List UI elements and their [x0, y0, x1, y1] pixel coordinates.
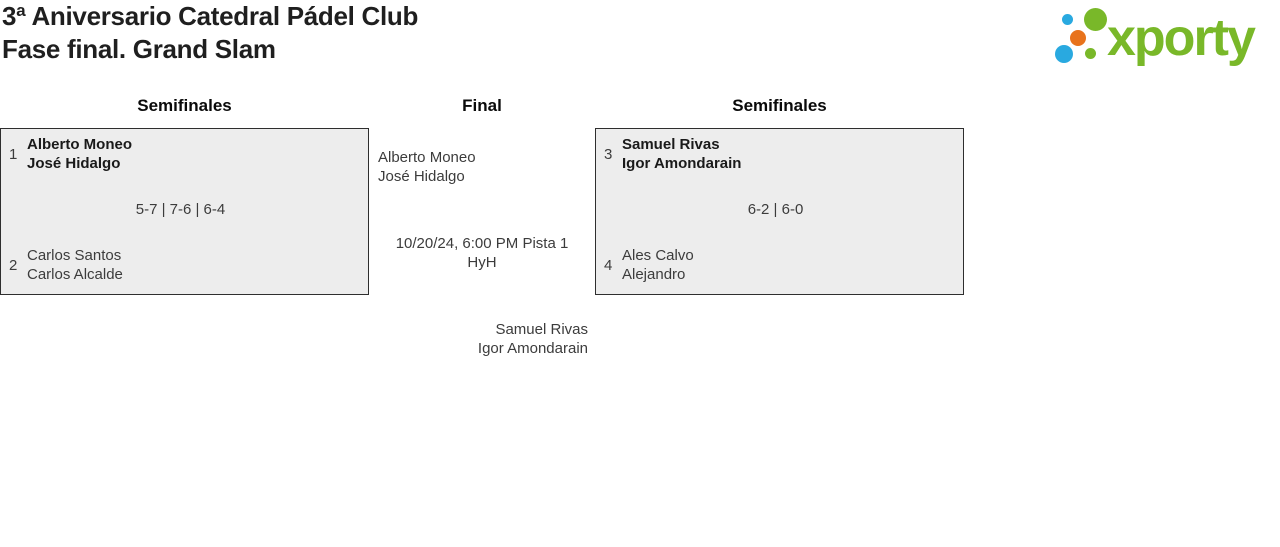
team-names: Carlos Santos Carlos Alcalde [27, 246, 123, 284]
round-header-semifinals-right: Semifinales [732, 96, 827, 115]
player-name: Samuel Rivas [622, 136, 720, 153]
seed-number: 4 [604, 256, 613, 274]
team-names: Samuel Rivas Igor Amondarain [622, 135, 741, 173]
team-names: Alberto Moneo José Hidalgo [27, 135, 132, 173]
round-header-final: Final [462, 96, 502, 115]
round-header-semifinals-left: Semifinales [137, 96, 232, 115]
player-name: Samuel Rivas [495, 321, 588, 338]
team-row: 4 Ales Calvo Alejandro [596, 246, 955, 284]
final-schedule: 10/20/24, 6:00 PM Pista 1 HyH [369, 234, 595, 272]
team-row: 2 Carlos Santos Carlos Alcalde [1, 246, 360, 284]
seed-number: 1 [9, 145, 18, 163]
player-name: Alejandro [622, 266, 686, 283]
schedule-datetime-court: 10/20/24, 6:00 PM Pista 1 [395, 235, 569, 252]
match-card-semifinal-right[interactable]: 3 Samuel Rivas Igor Amondarain 6-2 | 6-0… [595, 128, 964, 295]
player-name: Carlos Alcalde [27, 266, 123, 283]
schedule-venue: HyH [467, 254, 497, 271]
seed-number: 2 [9, 256, 18, 274]
match-card-semifinal-left[interactable]: 1 Alberto Moneo José Hidalgo 5-7 | 7-6 |… [0, 128, 369, 295]
team-row-winner: 3 Samuel Rivas Igor Amondarain [596, 135, 955, 173]
logo-dot-icon [1055, 45, 1073, 63]
logo-dot-icon [1070, 30, 1086, 46]
player-name: Alberto Moneo [27, 136, 132, 153]
logo-dot-icon [1085, 48, 1096, 59]
player-name: Carlos Santos [27, 247, 122, 264]
final-team-top: Alberto Moneo José Hidalgo [378, 148, 476, 186]
seed-number: 3 [604, 145, 613, 163]
player-name: José Hidalgo [378, 168, 465, 185]
match-score: 5-7 | 7-6 | 6-4 [135, 201, 226, 218]
player-name: Alberto Moneo [378, 149, 476, 166]
player-name: Ales Calvo [622, 247, 694, 264]
tournament-name: 3ª Aniversario Catedral Pádel Club [2, 1, 419, 31]
logo-wordmark: xporty [1107, 9, 1256, 67]
tournament-title: 3ª Aniversario Catedral Pádel Club Fase … [2, 0, 418, 66]
xporty-logo: xporty [1050, 0, 1280, 72]
phase-name: Fase final. Grand Slam [2, 34, 276, 64]
final-match-area[interactable]: Alberto Moneo José Hidalgo 10/20/24, 6:0… [369, 128, 595, 368]
logo-dot-icon [1062, 14, 1073, 25]
player-name: Igor Amondarain [477, 340, 588, 357]
final-team-bottom: Samuel Rivas Igor Amondarain [478, 320, 588, 358]
logo-dot-icon [1084, 8, 1107, 31]
player-name: Igor Amondarain [622, 155, 742, 172]
match-score: 6-2 | 6-0 [747, 201, 804, 218]
player-name: José Hidalgo [27, 155, 121, 172]
team-row-winner: 1 Alberto Moneo José Hidalgo [1, 135, 360, 173]
team-names: Ales Calvo Alejandro [622, 246, 694, 284]
